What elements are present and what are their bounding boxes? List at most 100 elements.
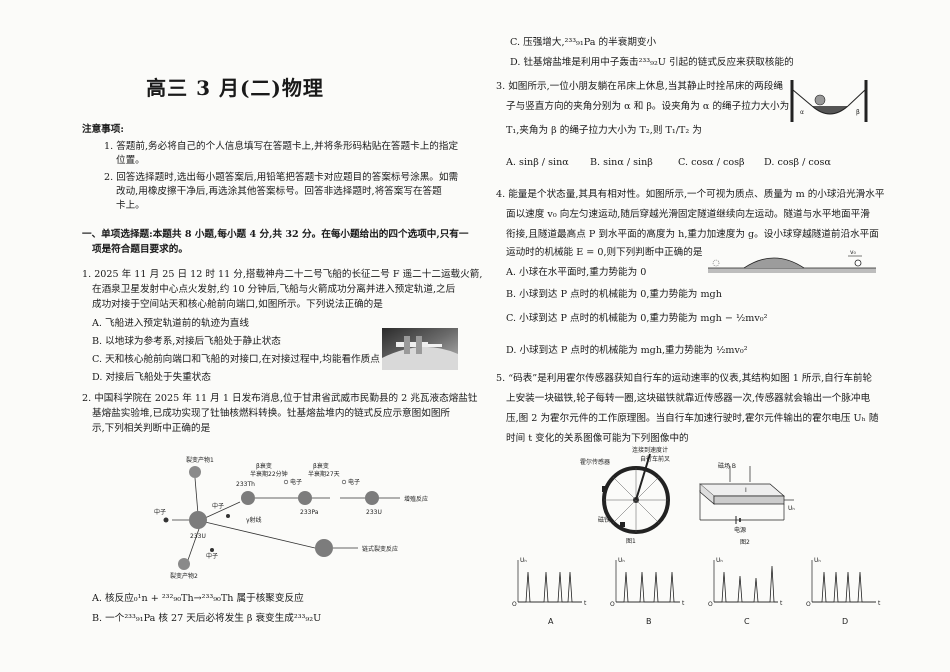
pa233-nucleus — [298, 491, 312, 505]
hall-voltage-label: Uₕ — [788, 505, 795, 512]
chain-reaction-label: 链式裂变反应 — [362, 545, 398, 553]
notice-line: 2. 回答选择题时,选出每小题答案后,用铅笔把答题卡对应题目的答案标号涂黑。如需 — [104, 172, 459, 183]
notice-heading: 注意事项: — [82, 124, 124, 135]
fission-product-2-label: 裂变产物2 — [170, 572, 198, 580]
q2-option-d: D. 钍基熔盐堆是利用中子轰击²³³₉₂U 引起的链式反应来获取核能的 — [510, 57, 794, 68]
v0-label: v₀ — [850, 249, 857, 256]
notice-line: 1. 答题前,务必将自己的个人信息填写在答题卡上,并将条形码粘贴在答题卡上的指定 — [104, 141, 459, 152]
q1-line: 1. 2025 年 11 月 25 日 12 时 11 分,搭载神舟二十二号飞船… — [82, 269, 483, 280]
q4-line: 运动时的机械能 E = 0,则下列判断中正确的是 — [506, 247, 703, 258]
q5-line: 时间 t 变化的关系图像可能为下列图像中的 — [506, 433, 689, 444]
y-axis-label: Uₕ — [520, 557, 527, 564]
y-axis-label: Uₕ — [618, 557, 625, 564]
q1-option-d: D. 对接后飞船处于失重状态 — [92, 372, 211, 383]
origin-label: O — [610, 601, 615, 608]
q3-line: 3. 如图所示,一位小朋友躺在吊床上休息,当其静止时拴吊床的两段绳 — [496, 81, 783, 92]
half-life-label: 半衰期22分钟 — [250, 470, 288, 478]
neutron-label: 中子 — [212, 502, 224, 510]
section-heading: 一、单项选择题:本题共 8 小题,每小题 4 分,共 32 分。在每小题给出的四… — [82, 229, 469, 240]
field-label: 磁场 B — [718, 462, 736, 470]
graph-b: Uₕ t O B — [610, 557, 685, 626]
current-label: I — [745, 487, 747, 494]
u233-product-nucleus — [365, 491, 379, 505]
electron-label: 电子 — [348, 478, 360, 486]
y-axis-label: Uₕ — [716, 557, 723, 564]
fig1-caption: 图1 — [626, 538, 636, 545]
magnet-label: 磁铁 — [598, 516, 610, 524]
th233-nucleus — [241, 491, 255, 505]
fig2-caption: 图2 — [740, 539, 750, 546]
q2-option-b: B. 一个²³³₉₁Pa 核 27 天后必将发生 β 衰变生成²³³₉₂U — [92, 613, 322, 624]
pulse-curve — [714, 565, 778, 603]
q2-line: 2. 中国科学院在 2025 年 11 月 1 日发布消息,位于甘肃省武威市民勤… — [82, 393, 478, 404]
notice-line: 卡上。 — [116, 200, 145, 211]
hall-element-figure: 磁场 B I Uₕ 电源 图2 — [699, 462, 795, 546]
graph-d: Uₕ t O D — [806, 557, 881, 626]
notice-line: 改动,用橡皮擦干净后,再选涂其他答案标号。回答非选择题时,将答案写在答题 — [116, 186, 442, 197]
q5-line: 上安装一块磁铁,轮子每转一圈,这块磁铁就靠近传感器一次,传感器就会输出一个脉冲电 — [506, 393, 871, 404]
x-axis-label: t — [584, 600, 587, 607]
q4-option-c: C. 小球到达 P 点时的机械能为 0,重力势能为 mgh − ½mv₀² — [506, 313, 768, 324]
graph-label: C — [744, 617, 750, 626]
q3-line: T₁,夹角为 β 的绳子拉力大小为 T₂,则 T₁/T₂ 为 — [506, 125, 702, 136]
page-title: 高三 3 月(二)物理 — [146, 76, 324, 100]
beta-label: β — [856, 109, 860, 116]
u233b-label: 233U — [366, 509, 382, 516]
q4-line: 面以速度 v₀ 向左匀速运动,随后穿越光滑固定隧道继续向左运动。隧道与水平地面平… — [506, 209, 870, 220]
q1-line: 在酒泉卫星发射中心点火发射,约 10 分钟后,飞船与火箭成功分离并进入预定轨道,… — [92, 284, 456, 295]
q4-option-d: D. 小球到达 P 点时的机械能为 mgh,重力势能为 ½mv₀² — [506, 345, 748, 356]
beta-decay-label: β衰变 — [256, 462, 272, 470]
gamma-ray-label: γ射线 — [246, 516, 262, 524]
neutron-label: 中子 — [154, 508, 166, 516]
alpha-label: α — [800, 109, 804, 116]
origin-label: O — [806, 601, 811, 608]
q4-line: 4. 能量是个状态量,其具有相对性。如图所示,一个可视为质点、质量为 m 的小球… — [496, 189, 885, 200]
neutron-label: 中子 — [206, 552, 218, 560]
graph-label: D — [842, 617, 848, 626]
section-heading: 项是符合题目要求的。 — [92, 244, 188, 255]
q2-line: 基熔盐实验堆,已成功实现了钍铀核燃料转换。钍基熔盐堆内的链式反应示意图如图所 — [92, 408, 451, 419]
x-axis-label: t — [780, 600, 783, 607]
bike-wheel-figure: 霍尔传感器 连接到速度计 自行车前叉 磁铁 图1 — [580, 446, 670, 545]
power-source-label: 电源 — [734, 526, 746, 534]
pulse-curve — [812, 571, 876, 603]
x-axis-label: t — [682, 600, 685, 607]
electron-label: 电子 — [290, 478, 302, 486]
graph-label: A — [548, 617, 554, 626]
q2-option-a: A. 核反应₀¹n + ²³²₉₀Th→²³³₉₀Th 属于核聚变反应 — [92, 593, 304, 604]
q2-option-c: C. 压强增大,²³³₉₁Pa 的半衰期变小 — [510, 37, 657, 48]
meter-label: 连接到速度计 — [632, 446, 668, 454]
tunnel-figure: v₀ — [708, 249, 876, 273]
thorium-reactor-diagram: 裂变产物1 裂变产物2 中子 中子 中子 233U 233Th 233Pa 23… — [154, 456, 428, 580]
beta-decay-label: β衰变 — [313, 462, 329, 470]
half-life-label: 半衰期27天 — [308, 470, 340, 478]
graph-c: Uₕ t O C — [708, 557, 783, 626]
q1-option-a: A. 飞船进入预定轨道前的轨迹为直线 — [92, 318, 249, 329]
fission-product-1-label: 裂变产物1 — [186, 456, 214, 464]
x-axis-label: t — [878, 600, 881, 607]
q4-option-b: B. 小球到达 P 点时的机械能为 0,重力势能为 mgh — [506, 289, 722, 300]
u233-chain-nucleus — [315, 539, 333, 557]
q4-option-a: A. 小球在水平面时,重力势能为 0 — [506, 267, 647, 278]
q1-option-b: B. 以地球为参考系,对接后飞船处于静止状态 — [92, 336, 281, 347]
spacecraft-photo — [382, 328, 458, 370]
graph-a: Uₕ t O A — [512, 557, 587, 626]
fork-label: 自行车前叉 — [640, 455, 670, 463]
q1-option-c: C. 天和核心舱前向端口和飞船的对接口,在对接过程中,均能看作质点 — [92, 354, 380, 365]
pulse-graphs: Uₕ t O A Uₕ t O B Uₕ t O C Uₕ t O D — [512, 557, 881, 626]
fission-product-2 — [178, 558, 190, 570]
hall-sensor-label: 霍尔传感器 — [580, 458, 610, 466]
notice-line: 位置。 — [116, 155, 145, 166]
q5-line: 压,图 2 为霍尔元件的工作原理图。当自行车加速行驶时,霍尔元件输出的霍尔电压 … — [506, 413, 879, 424]
origin-label: O — [512, 601, 517, 608]
q2-line: 示,下列相关判断中正确的是 — [92, 423, 211, 434]
q5-line: 5. “码表”是利用霍尔传感器获知自行车的运动速率的仪表,其结构如图 1 所示,… — [496, 373, 873, 384]
origin-label: O — [708, 601, 713, 608]
q3-option-c: C. cosα / cosβ — [678, 157, 745, 168]
graph-label: B — [646, 617, 652, 626]
q4-line: 衔接,且隧道最高点 P 到水平面的高度为 h,重力加速度为 g。设小球穿越隧道前… — [506, 229, 879, 240]
pulse-curve — [616, 571, 680, 603]
y-axis-label: Uₕ — [814, 557, 821, 564]
q3-option-d: D. cosβ / cosα — [764, 157, 831, 168]
